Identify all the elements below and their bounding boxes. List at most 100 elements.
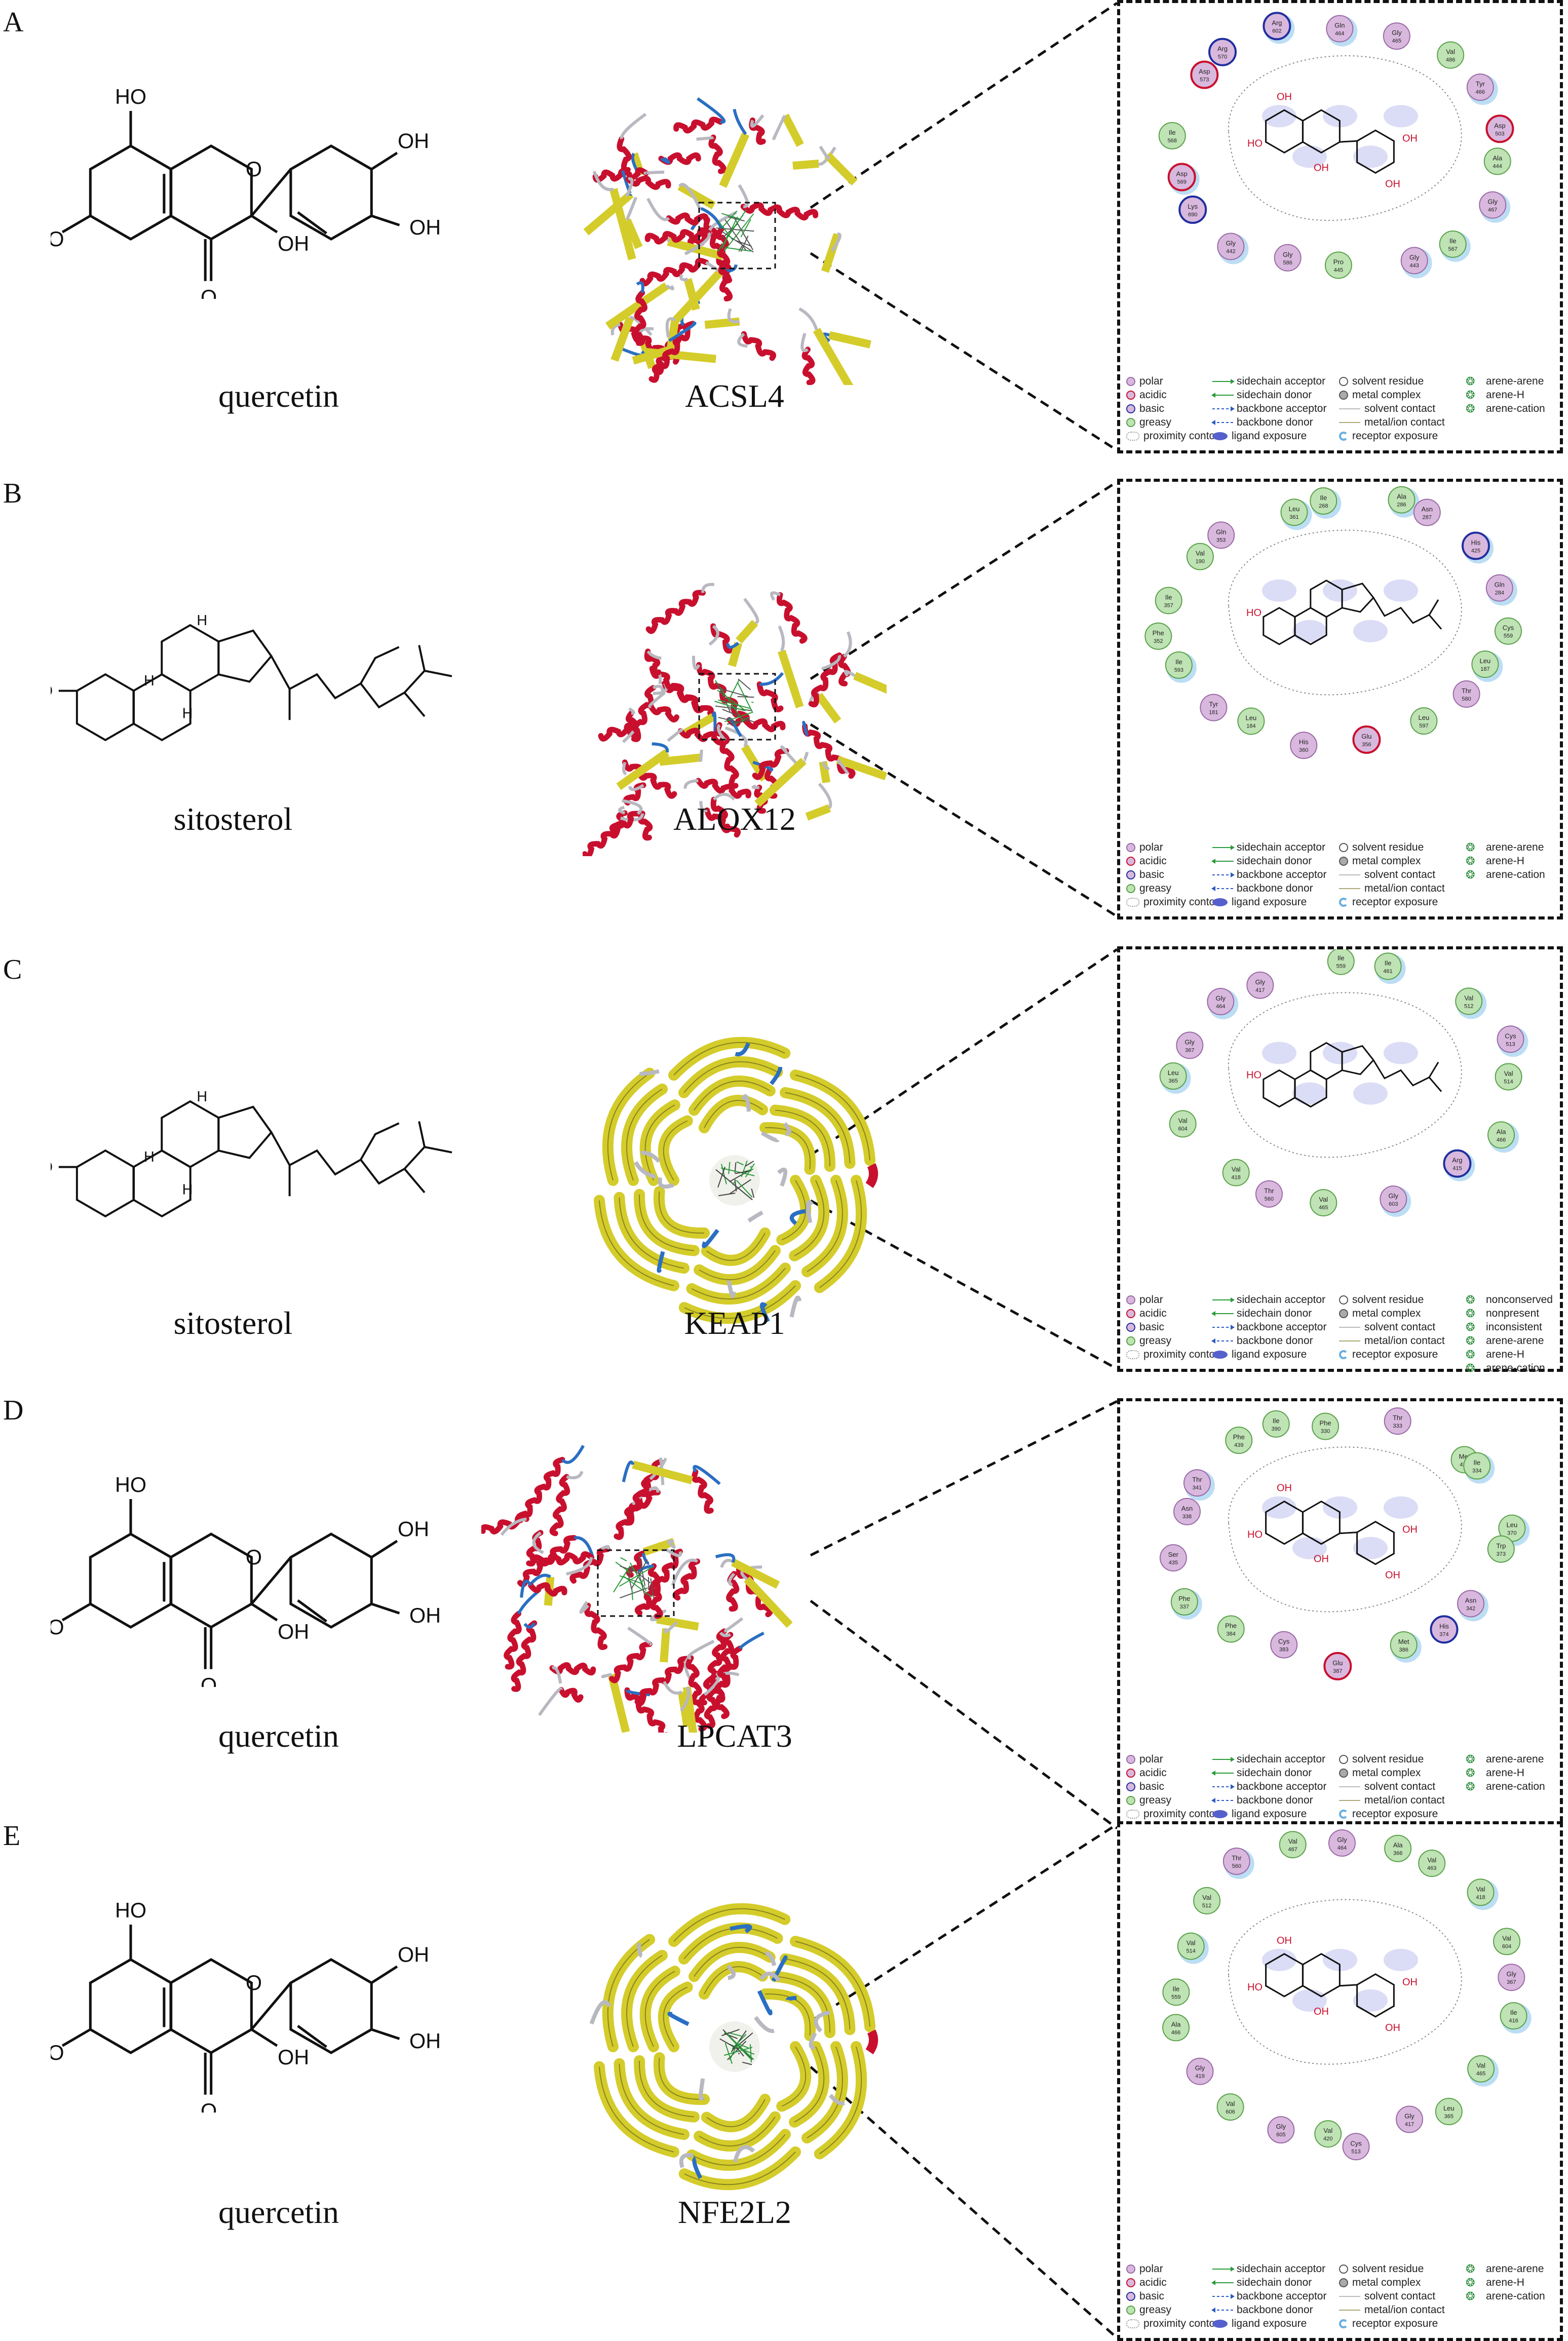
legend-item: proximity contour [1126,2317,1225,2330]
legend-label: ligand exposure [1232,896,1307,908]
legend-glyph: ❂ [1466,1321,1475,1333]
legend-label: arene-H [1486,1349,1524,1360]
legend-arrow [1211,858,1234,864]
legend-swatch [1126,870,1135,879]
legend-label: solvent contact [1364,1781,1436,1792]
residue-name: Val [1232,1166,1241,1173]
legend-item: proximity contour [1126,895,1225,909]
residue-number: 352 [1154,638,1163,644]
atom-label: OH [1314,1554,1329,1565]
legend-item: ❂arene-arene [1466,374,1545,388]
residue-number: 461 [1383,968,1392,974]
residue-name: Arg [1452,1157,1462,1164]
legend-item: solvent contact [1339,2289,1445,2303]
legend-swatch [1126,2278,1135,2287]
legend-item: metal/ion contact [1339,1334,1445,1348]
residue-name: Ile [1510,2009,1517,2016]
residue-name: Cys [1278,1638,1290,1645]
interaction-map: OHHOOHOHOHPhe330Thr333Met436Ile334Leu370… [1117,1398,1563,1831]
legend-label: acidic [1139,1308,1167,1319]
legend-swatch [1126,1782,1135,1791]
legend-glyph: ❂ [1466,375,1475,388]
atom-label: HO [51,227,64,251]
legend-swatch [1339,1799,1360,1801]
residue-name: Gly [1392,29,1402,36]
atom-label: OH [409,1604,441,1627]
legend-item: sidechain acceptor [1212,840,1326,854]
atom-label: OH [1277,91,1292,102]
legend-swatch [1339,856,1348,866]
legend-item: solvent residue [1339,2262,1445,2276]
legend-swatch [1339,1295,1348,1304]
residue-name: Ile [1175,658,1182,666]
legend-label: nonconserved [1486,1294,1553,1306]
residue-name: Met [1398,1638,1409,1645]
legend-swatch [1126,856,1135,866]
protein-name: NFE2L2 [678,2194,791,2230]
legend-swatch [1126,1768,1135,1778]
residue-name: Val [1187,1939,1196,1947]
legend-label: greasy [1139,1794,1172,1806]
legend-item: ❂arene-cation [1466,1780,1545,1793]
residue-number: 465 [1476,2071,1485,2077]
legend-item: receptor exposure [1339,1807,1445,1821]
legend-label: solvent contact [1364,869,1436,880]
residue-name: Ile [1320,494,1327,502]
residue-number: 338 [1182,1514,1192,1520]
residue-number: 420 [1323,2136,1332,2142]
legend-arrow [1211,1797,1234,1803]
legend-label: arene-H [1486,855,1524,867]
legend-label: receptor exposure [1352,430,1438,442]
legend-label: metal complex [1352,389,1421,401]
legend-item: sidechain donor [1211,2276,1326,2289]
panel-letter: E [3,1820,21,1852]
protein-structure [480,1429,887,1755]
panel-letter: D [3,1395,24,1426]
residue-number: 512 [1464,1003,1473,1009]
legend-label: proximity contour [1143,1808,1225,1820]
residue-number: 181 [1209,710,1218,716]
legend-label: proximity contour [1143,2318,1225,2329]
molecule-structure: HOHHH [28,593,466,846]
residue-name: Gly [1337,1836,1347,1844]
legend-label: arene-cation [1486,2290,1545,2302]
legend-item: ❂arene-cation [1466,2289,1545,2303]
residue-name: Phe [1178,1595,1190,1602]
legend-item: basic [1126,402,1225,415]
legend-label: backbone acceptor [1237,1321,1327,1333]
legend-label: arene-arene [1486,1753,1544,1765]
residue-number: 342 [1466,1605,1475,1611]
legend-label: polar [1139,841,1163,853]
legend-swatch [1339,874,1360,875]
legend-arrow [1211,1311,1234,1316]
residue-name: Val [1476,2062,1485,2069]
atom-label: HO [115,1899,146,1922]
atom-label: OH [278,2046,309,2069]
legend-swatch [1339,842,1348,852]
legend-item: ❂arene-H [1466,1348,1553,1361]
residue-name: Pro [1333,258,1344,265]
legend-glyph: ❂ [1466,2276,1475,2289]
legend-swatch [1126,2264,1135,2274]
legend-arrow [1211,1770,1234,1776]
residue-number: 370 [1507,1530,1516,1537]
residue-name: Gly [1404,2113,1414,2120]
residue-number: 606 [1226,2109,1235,2115]
residue-name: Val [1427,1856,1436,1864]
